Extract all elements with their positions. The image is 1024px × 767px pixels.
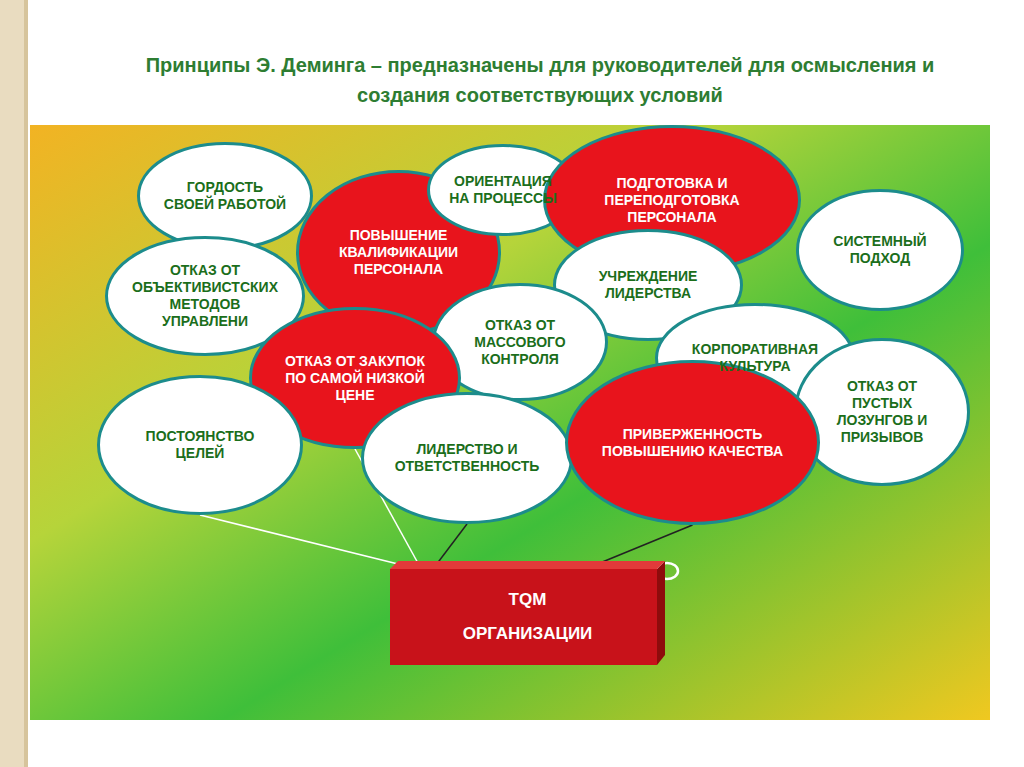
ellipse-outline: [363, 394, 572, 523]
node-label: ОТКАЗ ОТ ЗАКУПОК ПО САМОЙ НИЗКОЙ ЦЕНЕ: [277, 353, 434, 404]
node-label: ОТКАЗ ОТ ПУСТЫХ ЛОЗУНГОВ И ПРИЗЫВОВ: [817, 378, 947, 446]
responsibility-ellipse: ЛИДЕРСТВО И ОТВЕТСТВЕННОСТЬ: [361, 392, 573, 524]
pride-ellipse: ГОРДОСТЬ СВОЕЙ РАБОТОЙ: [137, 142, 313, 250]
box-shape: [390, 569, 665, 665]
box-front: [390, 569, 657, 665]
side-strip-edge: [24, 0, 28, 767]
node-label: ПРИВЕРЖЕННОСТЬ ПОВЫШЕНИЮ КАЧЕСТВА: [598, 426, 787, 460]
slide-title: Принципы Э. Деминга – предназначены для …: [120, 50, 960, 110]
system-ellipse: СИСТЕМНЫЙ ПОДХОД: [796, 189, 964, 311]
ellipse-outline: [796, 340, 969, 485]
node-label: ГОРДОСТЬ СВОЕЙ РАБОТОЙ: [160, 179, 290, 213]
node-label: ЛИДЕРСТВО И ОТВЕТСТВЕННОСТЬ: [389, 441, 546, 475]
ellipse-outline: [139, 144, 312, 249]
balloon-string: [436, 524, 467, 565]
node-label: ОРГАНИЗАЦИИ: [463, 623, 593, 645]
slogans-ellipse: ОТКАЗ ОТ ПУСТЫХ ЛОЗУНГОВ И ПРИЗЫВОВ: [794, 338, 970, 486]
tqm-box: TQM ОРГАНИЗАЦИИ: [390, 569, 665, 665]
ellipse-outline: [798, 191, 963, 310]
node-label: ПОСТОЯНСТВО ЦЕЛЕЙ: [124, 428, 276, 462]
quality-ellipse: ПРИВЕРЖЕННОСТЬ ПОВЫШЕНИЮ КАЧЕСТВА: [565, 360, 820, 525]
node-label: ОТКАЗ ОТ ОБЪЕКТИВИСТСКИХ МЕТОДОВ УПРАВЛЕ…: [131, 262, 279, 330]
node-label: TQM: [509, 589, 547, 611]
node-label: ОРИЕНТАЦИЯ НА ПРОЦЕССЫ: [447, 173, 559, 207]
ellipse-outline: [567, 362, 819, 524]
purpose-ellipse: ПОСТОЯНСТВО ЦЕЛЕЙ: [97, 375, 303, 515]
node-label: СИСТЕМНЫЙ ПОДХОД: [818, 233, 942, 267]
node-label: КОРПОРАТИВНАЯ КУЛЬТУРА: [681, 341, 829, 375]
ellipse-outline: [99, 377, 302, 514]
box-side: [657, 561, 665, 665]
node-label: ОТКАЗ ОТ МАССОВОГО КОНТРОЛЯ: [455, 317, 585, 368]
node-label: УЧРЕЖДЕНИЕ ЛИДЕРСТВА: [578, 268, 719, 302]
node-label: ПОВЫШЕНИЕ КВАЛИФИКАЦИИ ПЕРСОНАЛА: [323, 227, 475, 278]
node-label: ПОДГОТОВКА И ПЕРЕПОДГОТОВКА ПЕРСОНАЛА: [577, 175, 768, 226]
balloon-string: [595, 525, 693, 565]
box-top: [390, 561, 665, 569]
side-strip: [0, 0, 24, 767]
gradient-panel: [30, 125, 990, 720]
balloon-string: [200, 515, 402, 565]
